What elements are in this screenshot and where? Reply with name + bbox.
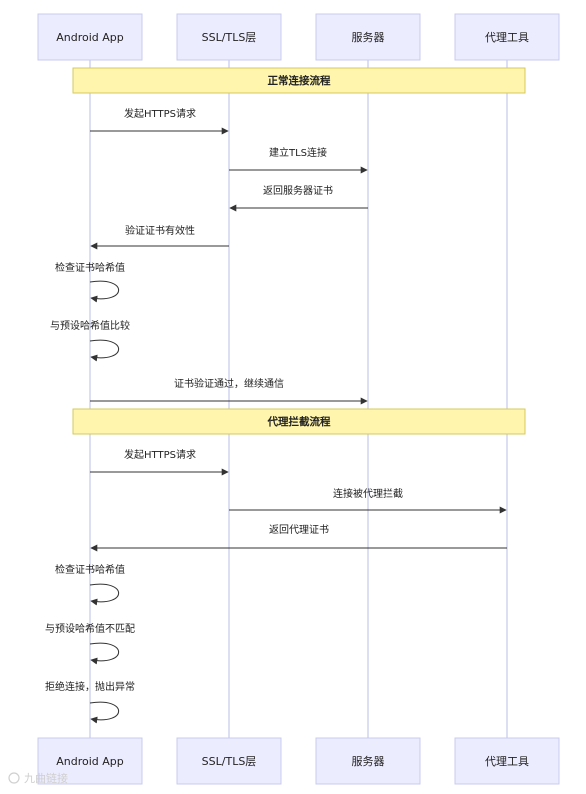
actor-label: 代理工具: [485, 31, 529, 44]
message-label: 检查证书哈希值: [55, 261, 125, 274]
message: 发起HTTPS请求: [90, 107, 229, 135]
self-message: 与预设哈希值不匹配: [45, 622, 135, 665]
self-message: 检查证书哈希值: [55, 563, 125, 606]
message-label: 拒绝连接，抛出异常: [45, 680, 135, 693]
self-message-arrow: [89, 583, 119, 606]
message-label: 发起HTTPS请求: [124, 448, 196, 461]
message-label: 验证证书有效性: [125, 224, 195, 237]
note-proxy-flow: 代理拦截流程: [72, 408, 526, 435]
message: 返回服务器证书: [229, 184, 368, 212]
self-message: 拒绝连接，抛出异常: [45, 680, 135, 724]
self-message: 检查证书哈希值: [55, 261, 125, 303]
actor-top-server: 服务器: [315, 13, 421, 61]
message: 发起HTTPS请求: [90, 448, 229, 476]
message: 证书验证通过，继续通信: [90, 377, 368, 405]
message-label: 证书验证通过，继续通信: [174, 377, 284, 390]
actor-top-app: Android App: [37, 13, 143, 61]
actor-label: Android App: [56, 755, 124, 768]
actor-bottom-proxy: 代理工具: [454, 737, 560, 785]
actor-label: 服务器: [352, 755, 385, 768]
message-label: 检查证书哈希值: [55, 563, 125, 576]
note-normal-flow: 正常连接流程: [72, 67, 526, 94]
message-label: 与预设哈希值不匹配: [45, 622, 135, 635]
actor-label: 服务器: [352, 31, 385, 44]
actor-label: SSL/TLS层: [202, 31, 257, 44]
note-label: 正常连接流程: [268, 74, 331, 87]
message: 连接被代理拦截: [229, 487, 507, 514]
actor-bottom-app: Android App: [37, 737, 143, 785]
actor-label: 代理工具: [485, 755, 529, 768]
message-label: 发起HTTPS请求: [124, 107, 196, 120]
watermark-icon: [8, 772, 20, 784]
message-label: 与预设哈希值比较: [50, 319, 130, 332]
actor-label: SSL/TLS层: [202, 755, 257, 768]
actor-label: Android App: [56, 31, 124, 44]
message: 建立TLS连接: [229, 146, 368, 174]
message: 返回代理证书: [90, 524, 507, 552]
message-label: 返回代理证书: [269, 524, 329, 536]
actor-bottom-server: 服务器: [315, 737, 421, 785]
message-label: 建立TLS连接: [269, 146, 327, 159]
watermark-text: 九曲链接: [24, 771, 68, 785]
self-message-arrow: [89, 339, 119, 362]
self-message-arrow: [89, 280, 119, 303]
self-message: 与预设哈希值比较: [50, 319, 130, 362]
actor-top-proxy: 代理工具: [454, 13, 560, 61]
self-message-arrow: [89, 642, 119, 665]
watermark: 九曲链接: [8, 771, 68, 785]
actor-bottom-ssl: SSL/TLS层: [176, 737, 282, 785]
actor-top-ssl: SSL/TLS层: [176, 13, 282, 61]
note-label: 代理拦截流程: [267, 415, 331, 428]
message-label: 连接被代理拦截: [333, 487, 403, 500]
message-label: 返回服务器证书: [263, 184, 333, 197]
message: 验证证书有效性: [90, 224, 229, 250]
self-message-arrow: [89, 701, 119, 724]
